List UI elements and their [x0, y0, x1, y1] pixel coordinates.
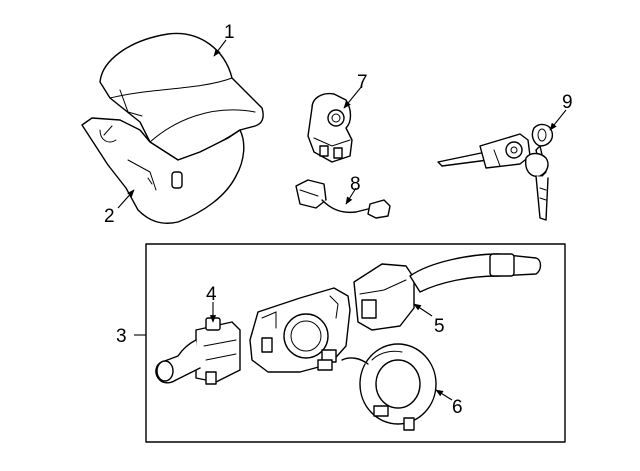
spiral-cable — [317, 343, 437, 431]
ignition-switch — [307, 92, 353, 163]
callout-7: 7 — [357, 72, 368, 93]
lower-column-cover — [81, 117, 245, 224]
combination-switch-assembly-box — [145, 243, 566, 443]
callout-6: 6 — [452, 397, 463, 418]
callout-8: 8 — [350, 174, 361, 195]
callout-3: 3 — [116, 326, 127, 347]
callout-9: 9 — [562, 92, 573, 113]
light-control-switch — [155, 317, 241, 385]
callout-5: 5 — [434, 316, 445, 337]
lock-cylinder-with-keys — [437, 123, 554, 221]
callout-4: 4 — [206, 284, 217, 305]
leader-lines — [117, 39, 567, 401]
switch-housing — [249, 287, 351, 373]
wiper-switch — [353, 253, 542, 331]
callout-2: 2 — [104, 206, 115, 227]
wire-harness — [295, 179, 391, 219]
callout-1: 1 — [224, 22, 235, 43]
